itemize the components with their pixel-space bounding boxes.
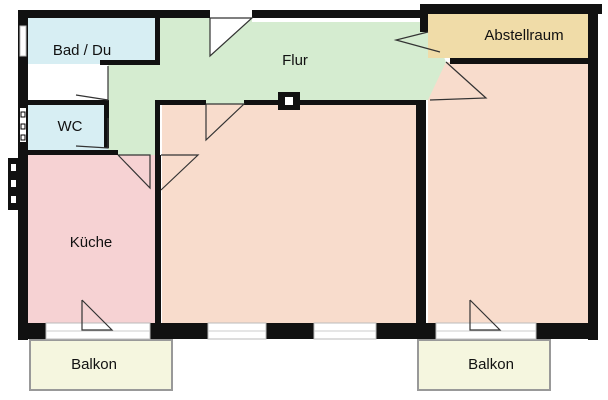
room-kueche-fill [28, 155, 158, 323]
wall-left [18, 10, 28, 340]
room-abstellraum-fill [428, 14, 588, 58]
wall-right [588, 4, 598, 340]
room-wc-fill [28, 104, 108, 150]
wall-top-right [420, 4, 602, 14]
door-entrance [209, 17, 254, 58]
window-left-wc [20, 108, 26, 142]
wall-column-hole [285, 97, 293, 105]
wall-bad-right [155, 18, 160, 64]
wall-kueche-right [155, 155, 161, 323]
wall-bottom-1 [18, 323, 46, 339]
window-left-bad [19, 25, 27, 57]
wall-top-mid [252, 10, 422, 18]
door-zimmer1-side [160, 154, 200, 191]
wall-top-left [18, 10, 210, 18]
door-balkon-right [469, 299, 502, 331]
wall-kueche-top [28, 150, 118, 155]
room-zimmer1-fill [162, 104, 416, 323]
wall-abstell-bottom [450, 58, 590, 64]
window-kueche [45, 322, 151, 340]
wall-zimmer1-top-a [158, 100, 206, 105]
wall-bottom-5 [536, 323, 598, 339]
door-wc [75, 118, 109, 149]
balcony-left [29, 339, 173, 391]
door-balkon-left [81, 299, 114, 331]
label-kueche: Küche [70, 234, 113, 251]
label-balkon-right: Balkon [468, 356, 514, 373]
room-zimmer2-fill [428, 62, 588, 323]
door-zimmer1-top [205, 103, 246, 142]
wall-bottom-2 [150, 323, 208, 339]
balcony-right [417, 339, 551, 391]
door-zimmer2 [429, 61, 488, 101]
room-labels: Bad / Du WC Flur Abstellraum Küche Balko… [53, 27, 564, 373]
wall-zimmer1-left-top [155, 100, 160, 155]
label-abstellraum: Abstellraum [484, 27, 563, 44]
room-bad-fill [28, 18, 158, 64]
doors [75, 17, 502, 331]
wall-wc-right [104, 100, 109, 148]
door-abstellraum [393, 31, 441, 53]
room-flur-fill [108, 18, 446, 155]
wall-wc-top [28, 100, 108, 105]
window-zimmer1-b [313, 322, 377, 340]
wall-abstell-left [420, 14, 428, 32]
label-balkon-left: Balkon [71, 356, 117, 373]
windows [8, 25, 537, 340]
wall-bottom-4 [376, 323, 436, 339]
door-kueche [117, 154, 151, 190]
wall-bad-bottom [100, 60, 160, 65]
door-bad [75, 66, 109, 101]
walls [18, 4, 602, 340]
wall-bottom-3 [266, 323, 314, 339]
room-fills [28, 14, 588, 323]
wall-middle [416, 100, 426, 323]
window-left-kueche [8, 158, 22, 210]
window-zimmer1-a [207, 322, 267, 340]
balconies [29, 339, 551, 391]
label-flur: Flur [282, 52, 308, 69]
window-zimmer2 [435, 322, 537, 340]
label-bad: Bad / Du [53, 42, 111, 59]
wall-zimmer1-top-b [244, 100, 422, 105]
label-wc: WC [58, 118, 83, 135]
